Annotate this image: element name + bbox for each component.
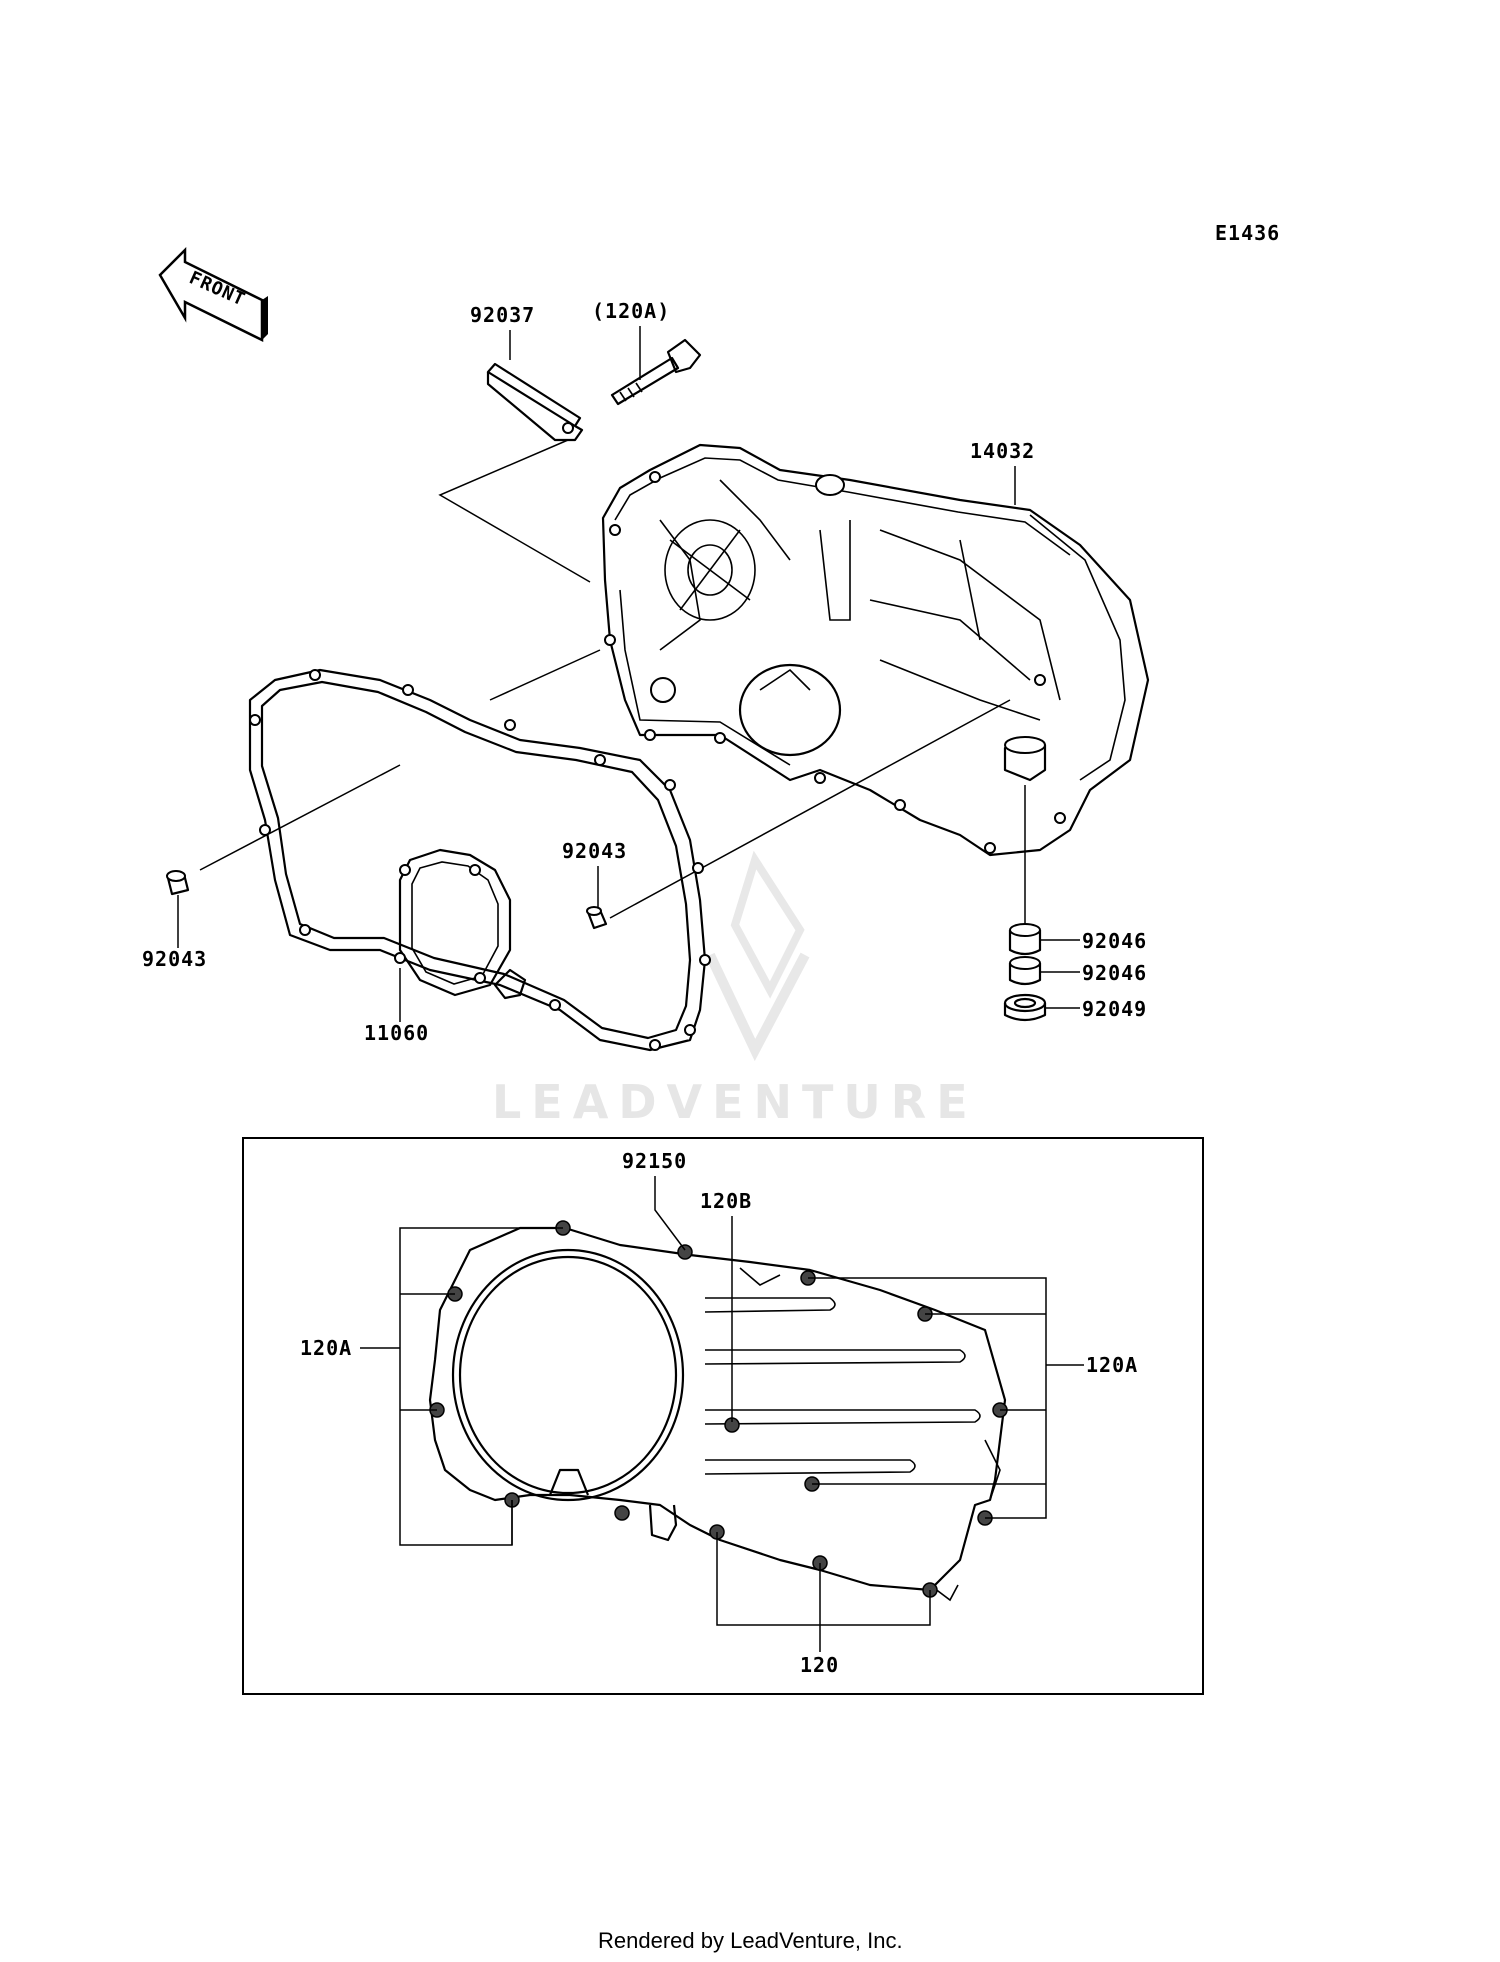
diagram-id: E1436 [1215,221,1280,245]
label-92043-mid: 92043 [562,839,627,863]
front-arrow-icon: FRONT [158,246,268,343]
footer-credit: Rendered by LeadVenture, Inc. [598,1928,903,1953]
detail-inset-box [242,1137,1204,1695]
label-92150: 92150 [622,1149,687,1173]
part-92046-collar-b [1008,956,1042,986]
part-120A-bolt [610,338,702,406]
label-92043-left: 92043 [142,947,207,971]
label-92046-b: 92046 [1082,961,1147,985]
label-120A-paren: (120A) [592,299,670,323]
watermark-text: LEADVENTURE [492,1075,978,1129]
part-92043-dowel-mid [586,906,608,930]
label-11060: 11060 [364,1021,429,1045]
label-92037: 92037 [470,303,535,327]
label-120: 120 [800,1653,839,1677]
part-92046-collar-a [1008,923,1042,956]
part-92049-bearing [1003,993,1047,1022]
label-14032: 14032 [970,439,1035,463]
label-92049: 92049 [1082,997,1147,1021]
watermark-logo [705,850,810,1062]
label-92046-a: 92046 [1082,929,1147,953]
part-92043-dowel-left [166,870,190,896]
label-120B: 120B [700,1189,752,1213]
part-14032-cover [601,443,1150,857]
part-11060-gasket [248,668,711,1052]
label-120A-right: 120A [1086,1353,1138,1377]
label-120A-left: 120A [300,1336,352,1360]
part-92037-plate [486,362,584,442]
